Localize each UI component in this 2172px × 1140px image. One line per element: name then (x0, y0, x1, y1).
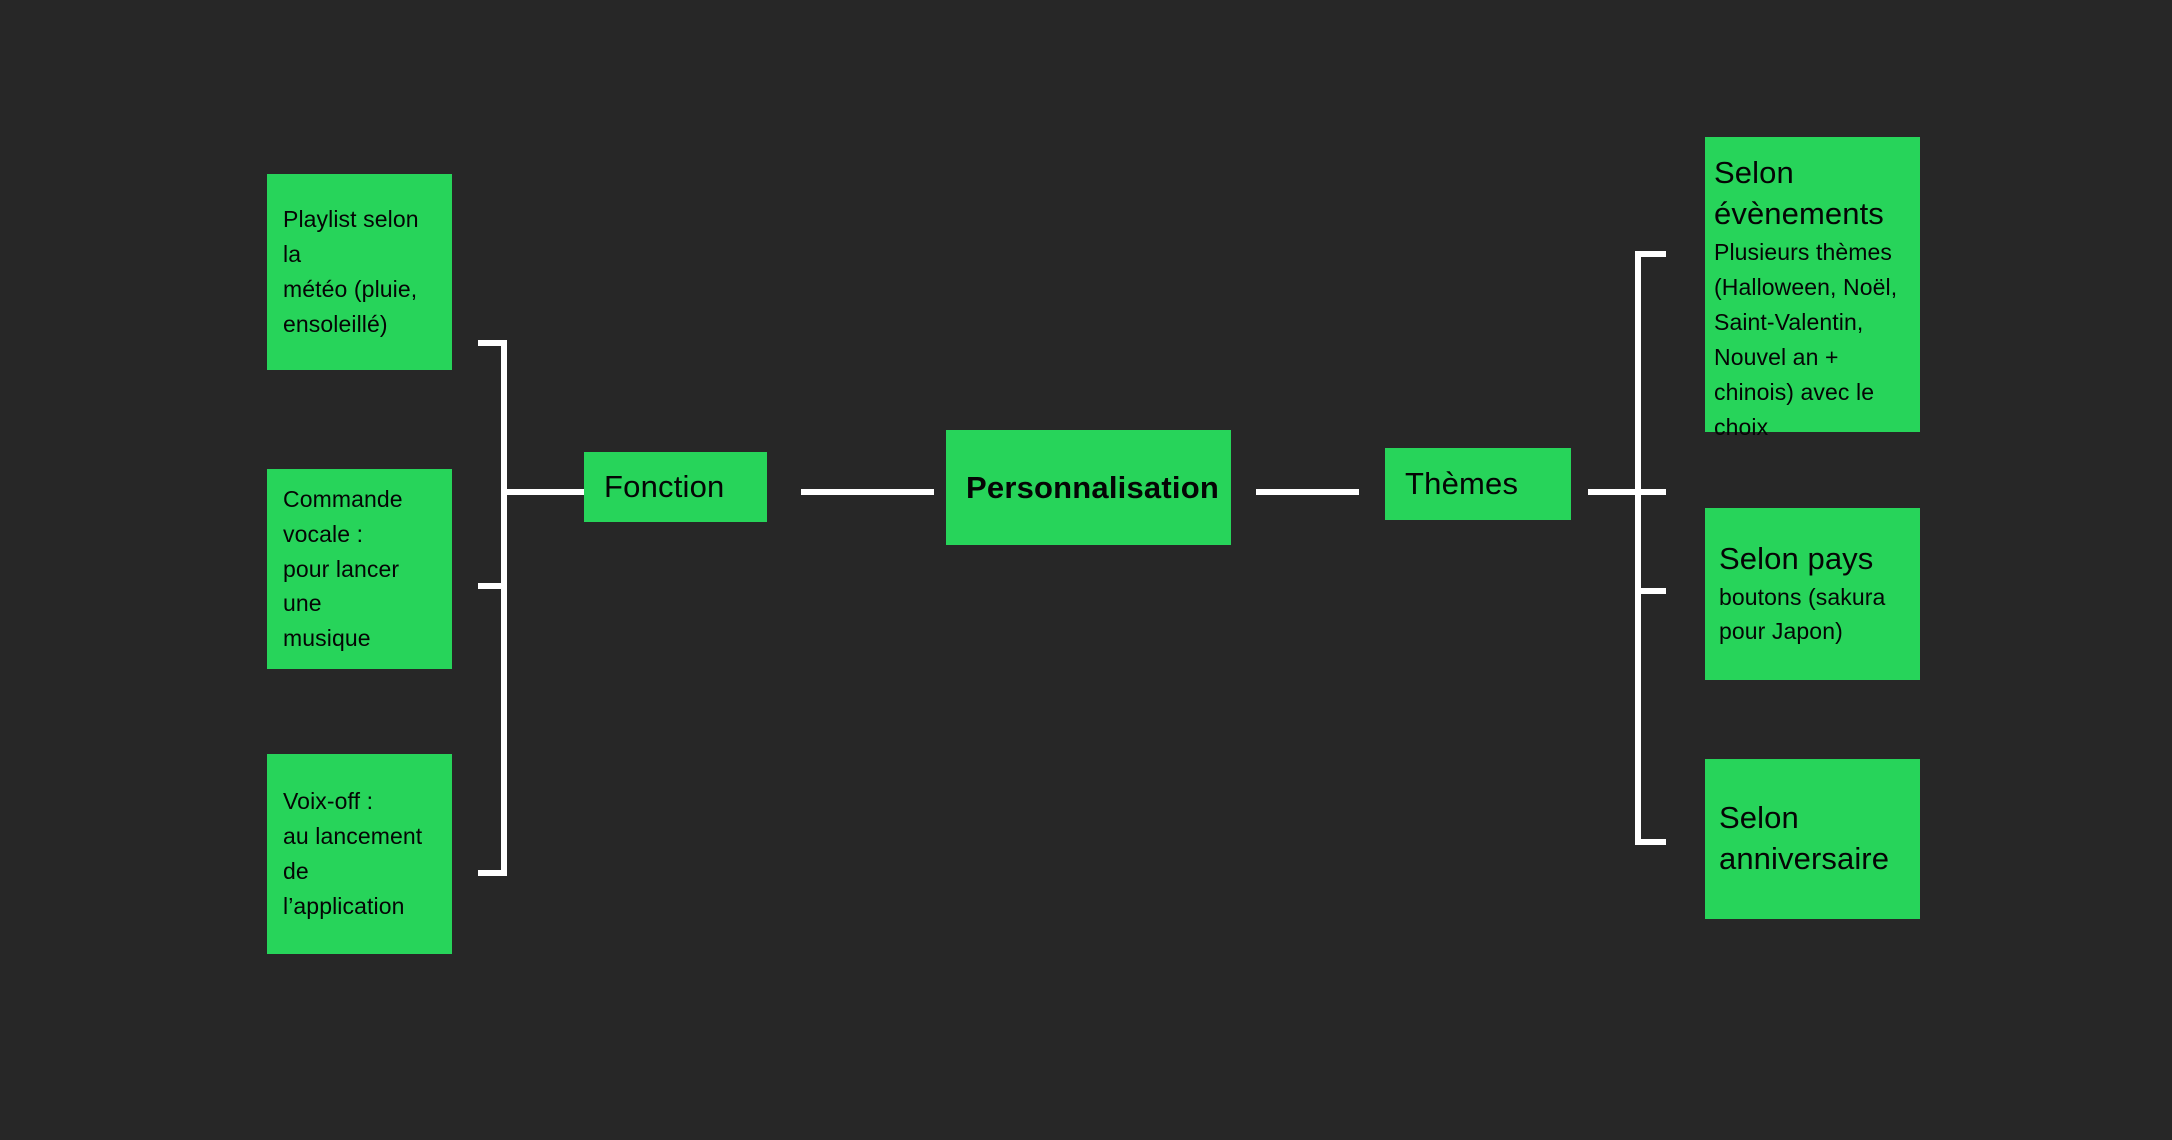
right-bracket-stub-bottom (1635, 839, 1666, 845)
node-themes[interactable]: Thèmes (1385, 448, 1571, 520)
node-playlist-meteo[interactable]: Playlist selon la météo (pluie, ensoleil… (267, 174, 452, 370)
connector-fonction-personnalisation (801, 489, 934, 495)
node-selon-pays[interactable]: Selon pays boutons (sakura pour Japon) (1705, 508, 1920, 680)
node-selon-evenements-body: Plusieurs thèmes (Halloween, Noël, Saint… (1714, 238, 1898, 440)
node-commande-vocale[interactable]: Commande vocale : pour lancer une musiqu… (267, 469, 452, 669)
node-voix-off-text: Voix-off : au lancement de l’application (283, 788, 423, 919)
node-fonction-label: Fonction (604, 469, 725, 504)
node-commande-vocale-text: Commande vocale : pour lancer une musiqu… (283, 485, 403, 652)
left-bracket-stem (501, 489, 584, 495)
node-selon-evenements-heading: Selon évènements (1714, 155, 1884, 231)
right-bracket-stub-top (1635, 251, 1666, 257)
node-selon-anniversaire[interactable]: Selon anniversaire (1705, 759, 1920, 919)
node-themes-label: Thèmes (1405, 466, 1519, 501)
node-selon-pays-body: boutons (sakura pour Japon) (1719, 583, 1886, 645)
node-voix-off[interactable]: Voix-off : au lancement de l’application (267, 754, 452, 954)
connector-personnalisation-themes (1256, 489, 1359, 495)
right-bracket-stem (1588, 489, 1666, 495)
node-fonction[interactable]: Fonction (584, 452, 767, 522)
node-selon-anniversaire-heading: Selon anniversaire (1719, 800, 1890, 876)
left-bracket-spine (501, 340, 507, 876)
node-selon-pays-heading: Selon pays (1719, 540, 1874, 576)
node-playlist-meteo-text: Playlist selon la météo (pluie, ensoleil… (283, 206, 419, 337)
node-selon-evenements[interactable]: Selon évènements Plusieurs thèmes (Hallo… (1705, 137, 1920, 440)
left-bracket-stub-bottom (478, 870, 507, 876)
node-personnalisation-label: Personnalisation (966, 469, 1219, 505)
node-personnalisation[interactable]: Personnalisation (946, 430, 1231, 545)
left-bracket-stub-top (478, 340, 507, 346)
right-bracket-spine (1635, 251, 1641, 845)
left-bracket-stub-middle (478, 583, 507, 589)
right-bracket-stub-middle (1635, 588, 1666, 594)
